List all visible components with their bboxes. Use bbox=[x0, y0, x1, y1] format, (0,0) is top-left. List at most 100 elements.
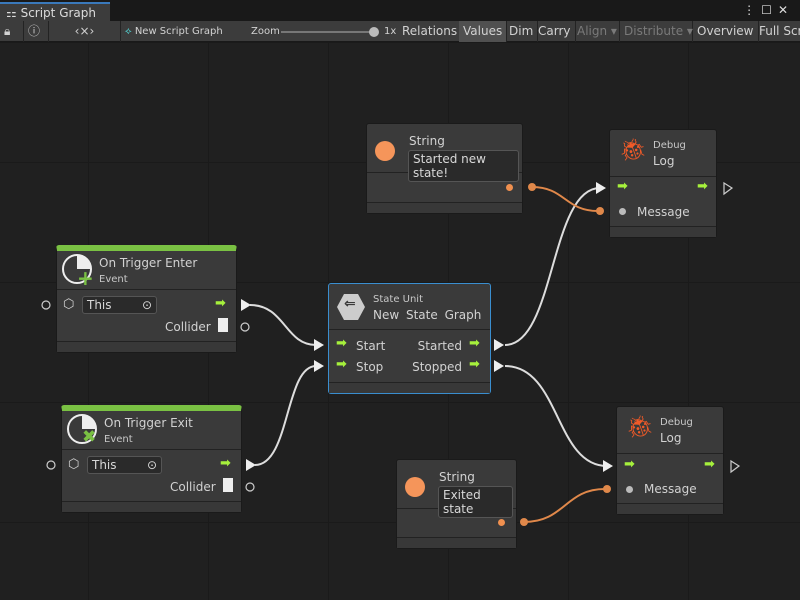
flow-out-icon: ➡ bbox=[220, 456, 231, 471]
port-enter-target bbox=[41, 300, 51, 310]
flow-out-icon: ➡ bbox=[697, 179, 708, 194]
flow-in-icon: ➡ bbox=[624, 457, 635, 472]
file-icon bbox=[223, 478, 233, 492]
graph-name: New Script Graph bbox=[134, 26, 223, 37]
dim-button[interactable]: Dim bbox=[505, 21, 539, 42]
node-category: State Unit bbox=[373, 294, 424, 305]
tab-bar: ⚏ Script Graph ⋮☐✕ bbox=[0, 0, 800, 21]
string-node-1[interactable]: String Started new state! bbox=[366, 123, 523, 214]
port-log2-in bbox=[603, 460, 613, 472]
node-footer bbox=[617, 503, 723, 514]
values-button[interactable]: Values bbox=[459, 21, 508, 42]
collider-label: Collider bbox=[170, 480, 216, 494]
port-enter-out bbox=[241, 299, 251, 311]
node-footer bbox=[329, 382, 490, 393]
back-arrow-icon: ⇐ bbox=[344, 296, 356, 312]
code-icon[interactable]: ‹×› bbox=[49, 21, 121, 42]
port-exit-target bbox=[46, 460, 56, 470]
bug-icon: 🐞︎ bbox=[619, 138, 647, 163]
node-footer bbox=[610, 226, 716, 237]
distribute-label: Distribute bbox=[624, 24, 684, 38]
on-trigger-exit-node[interactable]: ✖ On Trigger Exit Event ⬡ This⊙ ➡ Collid… bbox=[61, 405, 242, 513]
align-dropdown[interactable]: Align ▾ bbox=[573, 21, 620, 42]
wire-enter-start bbox=[249, 304, 317, 346]
port-state-stop bbox=[314, 360, 324, 372]
output-port[interactable] bbox=[498, 519, 505, 526]
close-icon[interactable]: ✕ bbox=[777, 3, 794, 17]
node-title: Log bbox=[653, 154, 675, 168]
message-label: Message bbox=[637, 205, 690, 219]
wire-exit-stop bbox=[254, 365, 317, 466]
port-string1-source bbox=[528, 183, 536, 191]
stopped-label: Stopped bbox=[412, 360, 462, 374]
collider-label: Collider bbox=[165, 320, 211, 334]
node-footer bbox=[367, 202, 522, 213]
flow-out-icon: ➡ bbox=[469, 357, 480, 372]
bug-icon: 🐞︎ bbox=[626, 415, 654, 440]
zoom-value: 1x bbox=[384, 26, 397, 37]
flow-out-icon: ➡ bbox=[704, 457, 715, 472]
string-icon bbox=[375, 141, 395, 161]
flow-in-icon: ➡ bbox=[336, 357, 347, 372]
node-footer bbox=[57, 341, 236, 352]
string-value-field[interactable]: Exited state bbox=[438, 486, 513, 518]
plus-icon: + bbox=[77, 266, 94, 290]
on-trigger-enter-node[interactable]: + On Trigger Enter Event ⬡ This⊙ ➡ Colli… bbox=[56, 245, 237, 353]
started-label: Started bbox=[417, 339, 462, 353]
debug-log-node-1[interactable]: 🐞︎ Debug Log ➡ ➡ Message bbox=[609, 129, 717, 238]
node-category: Debug bbox=[653, 140, 686, 151]
toolbar: 🔒︎ ⓘ ‹×› ⟡ New Script Graph Zoom 1x Rela… bbox=[0, 21, 800, 42]
target-field[interactable]: This⊙ bbox=[87, 456, 162, 474]
state-unit-node[interactable]: ⇐ State Unit New State Graph ➡ Start Sta… bbox=[328, 283, 491, 394]
debug-log-node-2[interactable]: 🐞︎ Debug Log ➡ ➡ Message bbox=[616, 406, 724, 515]
carry-button[interactable]: Carry bbox=[534, 21, 576, 42]
start-label: Start bbox=[356, 339, 386, 353]
tab-script-graph[interactable]: ⚏ Script Graph bbox=[0, 2, 110, 21]
object-picker-icon[interactable]: ⊙ bbox=[141, 298, 152, 312]
graph-breadcrumb[interactable]: ⟡ New Script Graph Zoom 1x bbox=[121, 21, 398, 42]
flow-out-icon: ➡ bbox=[215, 296, 226, 311]
port-log1-in bbox=[596, 182, 606, 194]
target-value: This bbox=[87, 298, 112, 312]
message-dot bbox=[626, 486, 633, 493]
port-exit-collider bbox=[245, 482, 255, 492]
lock-icon[interactable]: 🔒︎ bbox=[0, 21, 24, 42]
trigger-icon bbox=[67, 414, 97, 444]
info-icon[interactable]: ⓘ bbox=[24, 21, 49, 42]
distribute-dropdown[interactable]: Distribute ▾ bbox=[620, 21, 693, 42]
cube-icon: ⬡ bbox=[68, 457, 80, 472]
cube-icon: ⬡ bbox=[63, 297, 75, 312]
flow-out-icon: ➡ bbox=[469, 336, 480, 351]
node-category: Debug bbox=[660, 417, 693, 428]
node-title: New State Graph bbox=[373, 308, 482, 322]
string-value-field[interactable]: Started new state! bbox=[408, 150, 519, 182]
node-title: Log bbox=[660, 431, 682, 445]
node-title: On Trigger Enter bbox=[99, 256, 198, 270]
node-title: String bbox=[439, 470, 475, 484]
port-state-start bbox=[314, 339, 324, 351]
port-state-stopped bbox=[494, 360, 504, 372]
overview-button[interactable]: Overview bbox=[693, 21, 759, 42]
port-exit-out bbox=[246, 459, 256, 471]
node-header bbox=[62, 411, 241, 450]
zoom-slider[interactable] bbox=[281, 31, 377, 33]
string-icon bbox=[405, 477, 425, 497]
zoom-slider-handle[interactable] bbox=[369, 27, 379, 37]
trigger-icon bbox=[62, 254, 92, 284]
node-title: String bbox=[409, 134, 445, 148]
more-icon[interactable]: ⋮ bbox=[743, 3, 762, 17]
wire-started-log1 bbox=[504, 187, 601, 346]
node-title: On Trigger Exit bbox=[104, 416, 193, 430]
target-field[interactable]: This ⊙ bbox=[82, 296, 157, 314]
maximize-icon[interactable]: ☐ bbox=[761, 3, 778, 17]
message-label: Message bbox=[644, 482, 697, 496]
object-picker-icon[interactable]: ⊙ bbox=[146, 458, 157, 472]
string-node-2[interactable]: String Exited state bbox=[396, 459, 517, 549]
x-icon: ✖ bbox=[82, 427, 97, 447]
fullscreen-button[interactable]: Full Scr bbox=[755, 21, 800, 42]
graph-icon: ⟡ bbox=[125, 26, 132, 37]
node-header bbox=[617, 407, 723, 454]
output-port[interactable] bbox=[506, 184, 513, 191]
node-footer bbox=[397, 537, 516, 548]
